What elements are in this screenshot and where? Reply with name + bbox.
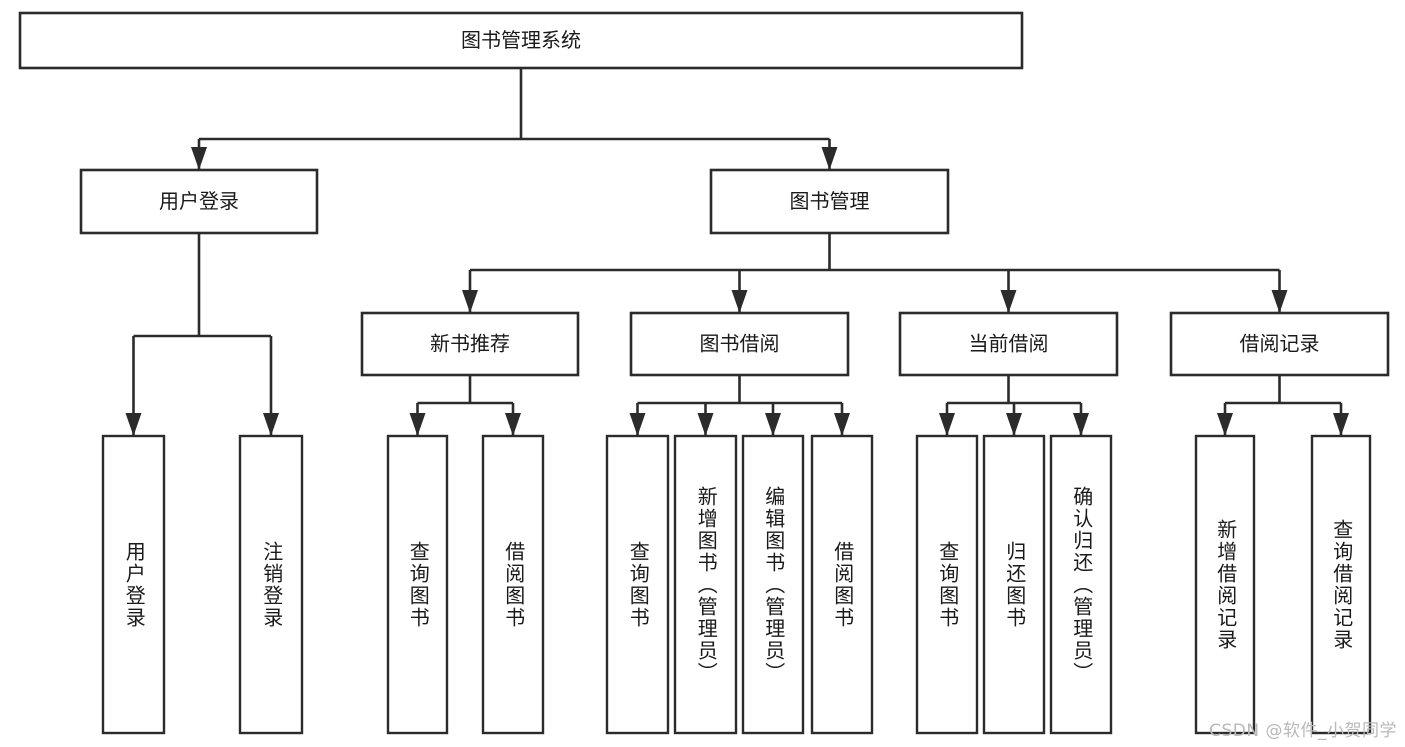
node-label-level2-0: 用户登录 (159, 189, 239, 213)
node-label-level3-2: 当前借阅 (969, 332, 1049, 356)
arrow-head-leaf-1-0 (409, 413, 426, 436)
arrow-head-leaf-2-3 (834, 413, 850, 436)
connector-lines (125, 68, 1349, 436)
leaf-box-6 (741, 434, 805, 735)
watermark-text: CSDN @软件_小贺同学 (1209, 721, 1397, 741)
leaf-box-8 (915, 434, 979, 735)
arrow-head-level3-2 (1000, 290, 1017, 313)
node-label-level3-3: 借阅记录 (1240, 332, 1320, 356)
leaf-box-3 (481, 434, 545, 735)
node-label-level3-1: 图书借阅 (700, 332, 780, 356)
leaf-box-4 (605, 434, 670, 735)
leaf-box-9 (982, 434, 1046, 735)
arrow-head-leaf-3-2 (1073, 413, 1089, 436)
arrow-head-leaf-0-1 (263, 413, 279, 436)
arrow-head-leaf-1-1 (505, 413, 521, 436)
leaf-box-1 (238, 434, 304, 735)
leaf-box-11 (1194, 434, 1256, 735)
arrow-head-leaf-2-0 (629, 413, 646, 436)
node-box-level2-1 (709, 168, 950, 235)
arrow-head-level2-1 (821, 147, 838, 170)
leaf-box-10 (1049, 434, 1113, 735)
arrow-head-leaf-4-1 (1333, 413, 1349, 436)
leaf-box-2 (386, 434, 449, 735)
leaf-box-7 (810, 434, 874, 735)
arrow-head-leaf-2-2 (765, 413, 781, 436)
node-boxes (18, 11, 1390, 735)
node-box-level3-2 (898, 311, 1119, 377)
arrow-head-leaf-2-1 (697, 413, 714, 436)
leaf-box-0 (101, 434, 166, 735)
node-label-root: 图书管理系统 (461, 28, 581, 52)
arrow-head-level3-3 (1271, 290, 1288, 313)
arrow-head-level2-0 (191, 147, 207, 170)
node-box-level2-0 (79, 168, 319, 235)
node-box-root (18, 11, 1024, 70)
leaf-box-12 (1310, 434, 1372, 735)
leaf-box-5 (673, 434, 738, 735)
node-label-level3-0: 新书推荐 (430, 332, 510, 356)
node-box-level3-3 (1169, 311, 1390, 377)
node-box-level3-1 (629, 311, 850, 377)
arrow-head-level3-1 (731, 290, 748, 313)
arrow-head-level3-0 (462, 290, 478, 313)
arrow-head-leaf-4-0 (1217, 413, 1233, 436)
node-box-level3-0 (360, 311, 580, 377)
arrow-head-leaf-3-0 (939, 413, 955, 436)
arrow-head-leaf-3-1 (1006, 413, 1022, 436)
arrow-head-leaf-0-0 (125, 413, 142, 436)
node-label-level2-1: 图书管理 (790, 189, 870, 213)
